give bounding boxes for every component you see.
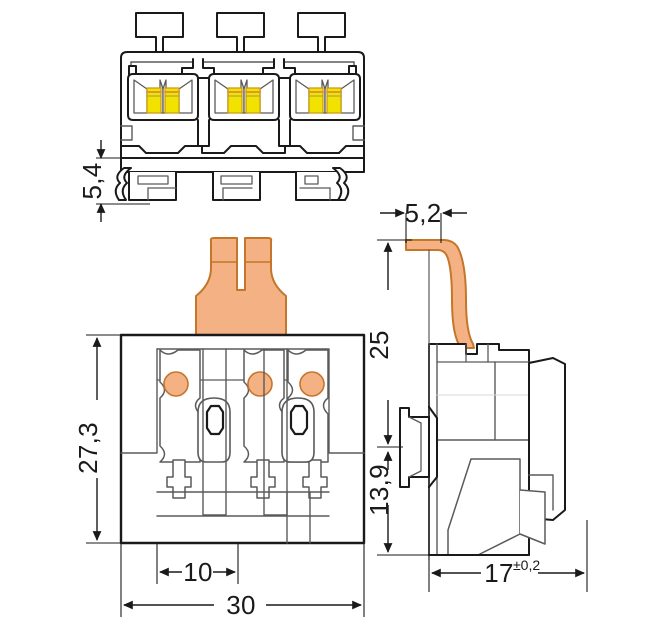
dimension-label-10: 10	[183, 557, 213, 587]
dimension-tolerance-17: ±0,2	[513, 557, 540, 573]
conductor-window-2b	[245, 87, 261, 114]
dimension-30: 30	[120, 543, 365, 620]
dimension-label-13-9: 13,9	[364, 464, 394, 516]
dimension-17: 17 ±0,2	[428, 520, 588, 592]
dimension-27-3: 27,3	[73, 334, 121, 544]
dimension-label-27-3: 27,3	[73, 422, 103, 474]
dimension-25: 25	[364, 239, 412, 448]
side-view-boss-flange	[428, 406, 438, 488]
top-view	[114, 12, 365, 201]
top-view-lower-contour	[120, 145, 365, 154]
front-view-base-notch	[286, 491, 311, 544]
top-view-terminal-pockets	[127, 73, 361, 121]
hex-opening-2	[289, 404, 309, 436]
top-view-mounting-feet	[114, 167, 350, 201]
top-view-side-notch-right	[352, 125, 365, 141]
dimension-10: 10	[156, 543, 239, 587]
side-view-latch-inner	[528, 474, 554, 511]
front-view	[119, 237, 366, 545]
actuator-button-3	[299, 371, 325, 397]
test-slot-3	[302, 459, 328, 499]
side-view	[399, 239, 566, 561]
top-view-web-1	[197, 119, 210, 147]
front-view-screw-recess-group	[197, 397, 315, 463]
conductor-window-1a	[146, 87, 162, 114]
operating-tool-front	[195, 237, 287, 336]
conductor-window-1b	[164, 87, 180, 114]
dimension-5-2: 5,2	[380, 198, 467, 243]
dimension-label-5-2: 5,2	[404, 198, 441, 228]
side-view-boss-inner	[408, 416, 422, 478]
test-slot-1	[166, 459, 192, 499]
foot-middle-slot	[220, 175, 253, 185]
conductor-window-2a	[227, 87, 243, 114]
pole-blade-1	[159, 349, 201, 463]
spring-clip-right	[332, 167, 350, 201]
side-view-boss-outline	[399, 407, 430, 488]
dimension-label-25: 25	[364, 330, 394, 360]
foot-right-slot	[304, 175, 319, 185]
front-view-inner-frame-right	[156, 348, 365, 454]
operating-lever-side	[405, 239, 475, 349]
test-slot-2	[250, 459, 276, 499]
spring-clip-left	[114, 167, 132, 201]
dimension-13-9: 13,9	[364, 451, 429, 556]
actuator-button-1	[163, 371, 189, 397]
side-view-boss	[399, 406, 438, 488]
dimension-label-5-4: 5,4	[77, 162, 107, 199]
dimension-label-30: 30	[226, 590, 256, 620]
dimension-5-4: 5,4	[77, 140, 150, 222]
mounting-foot-right	[295, 171, 344, 201]
conductor-window-3b	[326, 87, 342, 114]
actuator-button-2	[247, 371, 273, 397]
front-view-inner-frame-left	[120, 348, 158, 454]
top-view-web-2	[278, 119, 291, 147]
side-view-lower-wedge-tail	[519, 489, 546, 545]
front-view-rib-2	[263, 348, 288, 516]
dimension-label-17: 17	[484, 558, 514, 588]
top-view-mount-band	[120, 157, 365, 173]
front-view-rib-1	[202, 348, 227, 516]
conductor-window-3a	[308, 87, 324, 114]
top-view-side-notch-left	[120, 125, 133, 141]
foot-left-slot	[137, 175, 169, 185]
hex-opening-1	[205, 404, 225, 436]
operating-lever-body	[405, 239, 475, 349]
